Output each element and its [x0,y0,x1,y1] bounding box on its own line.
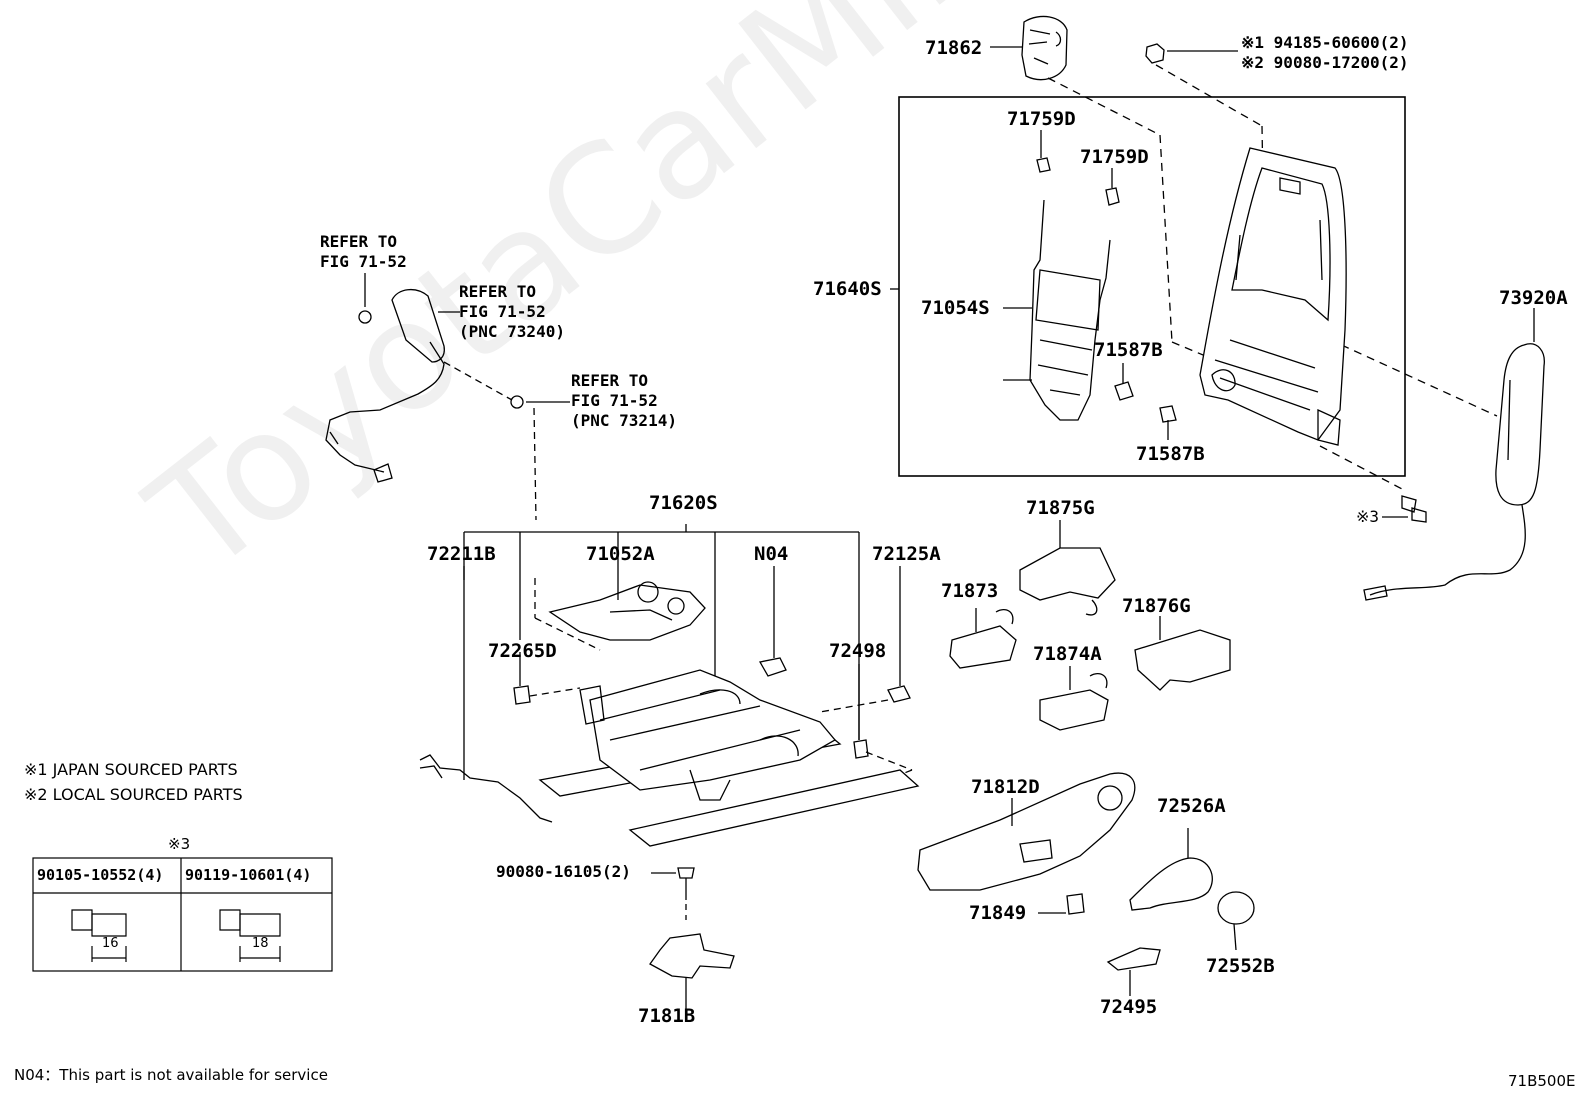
label-94185: ※1 94185-60600(2) [1241,33,1409,52]
clip-71759D-a [1036,157,1051,173]
label-71873: 71873 [941,580,999,602]
cover-71876G [1134,616,1231,691]
figure-code: 71B500E [1508,1072,1576,1090]
shield-71812D [917,772,1136,891]
label-71620S: 71620S [649,492,718,514]
refer-note-3: REFER TO FIG 71-52 (PNC 73214) [571,371,677,430]
bolt-90080-16105 [651,867,695,920]
knob-72526A [1129,828,1213,911]
table-len-1: 16 [102,936,119,951]
clip-71587B-b [1159,405,1177,423]
clip-71759D-b [1105,187,1120,206]
label-71054S: 71054S [921,297,990,319]
label-71587B-a: 71587B [1094,339,1163,361]
label-71759D-a: 71759D [1007,108,1076,130]
note-japan-sourced: ※1 JAPAN SOURCED PARTS [24,760,238,779]
part-N04 [758,566,787,677]
clip-71587B-a [1114,381,1134,401]
motor-71052A [534,568,706,651]
label-72552B: 72552B [1206,955,1275,977]
seatback-group-box [898,96,1406,477]
seat-track-frame [538,669,920,847]
part-72495 [1106,947,1161,996]
cover-71873 [949,608,1017,669]
label-71640S: 71640S [813,278,882,300]
ref-ring-1 [358,310,372,324]
rod-72211B [419,566,553,823]
label-73920A: 73920A [1499,287,1568,309]
label-71875G: 71875G [1026,497,1095,519]
label-72495: 72495 [1100,996,1158,1018]
buckle-73240 [325,289,460,483]
table-title: ※3 [168,835,191,853]
cover-71875G [1019,520,1116,616]
clip-72125A [819,566,911,713]
label-71759D-b: 71759D [1080,146,1149,168]
nut-94185 [1145,43,1263,127]
nut-73214 [510,395,524,409]
label-71874A: 71874A [1033,643,1102,665]
label-72526A: 72526A [1157,795,1226,817]
label-71849: 71849 [969,902,1027,924]
note-local-sourced: ※2 LOCAL SOURCED PARTS [24,785,243,804]
label-71876G: 71876G [1122,595,1191,617]
label-note3: ※3 [1356,507,1380,526]
cap-71849 [1038,893,1085,915]
label-72125A: 72125A [872,543,941,565]
lumbar-support-71054S [1003,199,1111,421]
table-part-1: 90105-10552(4) [37,866,164,884]
clip-72265D [513,652,581,705]
label-90080-17200: ※2 90080-17200(2) [1241,53,1409,72]
knob-72552B [1217,891,1255,951]
table-part-2: 90119-10601(4) [185,866,312,884]
refer-note-1: REFER TO FIG 71-52 [320,232,407,271]
label-7181B: 7181B [638,1005,696,1027]
side-airbag-73920A [1363,308,1545,601]
refer-note-2: REFER TO FIG 71-52 (PNC 73240) [459,282,565,341]
headrest-guide-71862 [990,15,1161,136]
seatback-frame [1199,147,1347,446]
bolt-note3 [1382,495,1427,523]
label-71587B-b: 71587B [1136,443,1205,465]
table-len-2: 18 [252,936,269,951]
label-72265D: 72265D [488,640,557,662]
label-N04: N04 [754,543,789,565]
label-71812D: 71812D [971,776,1040,798]
label-71052A: 71052A [586,543,655,565]
bracket-7181B [649,933,735,1010]
label-71862: 71862 [925,37,983,59]
label-72498: 72498 [829,640,887,662]
note-n04: N04：This part is not available for servi… [14,1066,328,1084]
label-90080-16105: 90080-16105(2) [496,862,631,881]
cover-71874A [1039,666,1109,731]
label-72211B: 72211B [427,543,496,565]
fastener-table [32,857,333,972]
